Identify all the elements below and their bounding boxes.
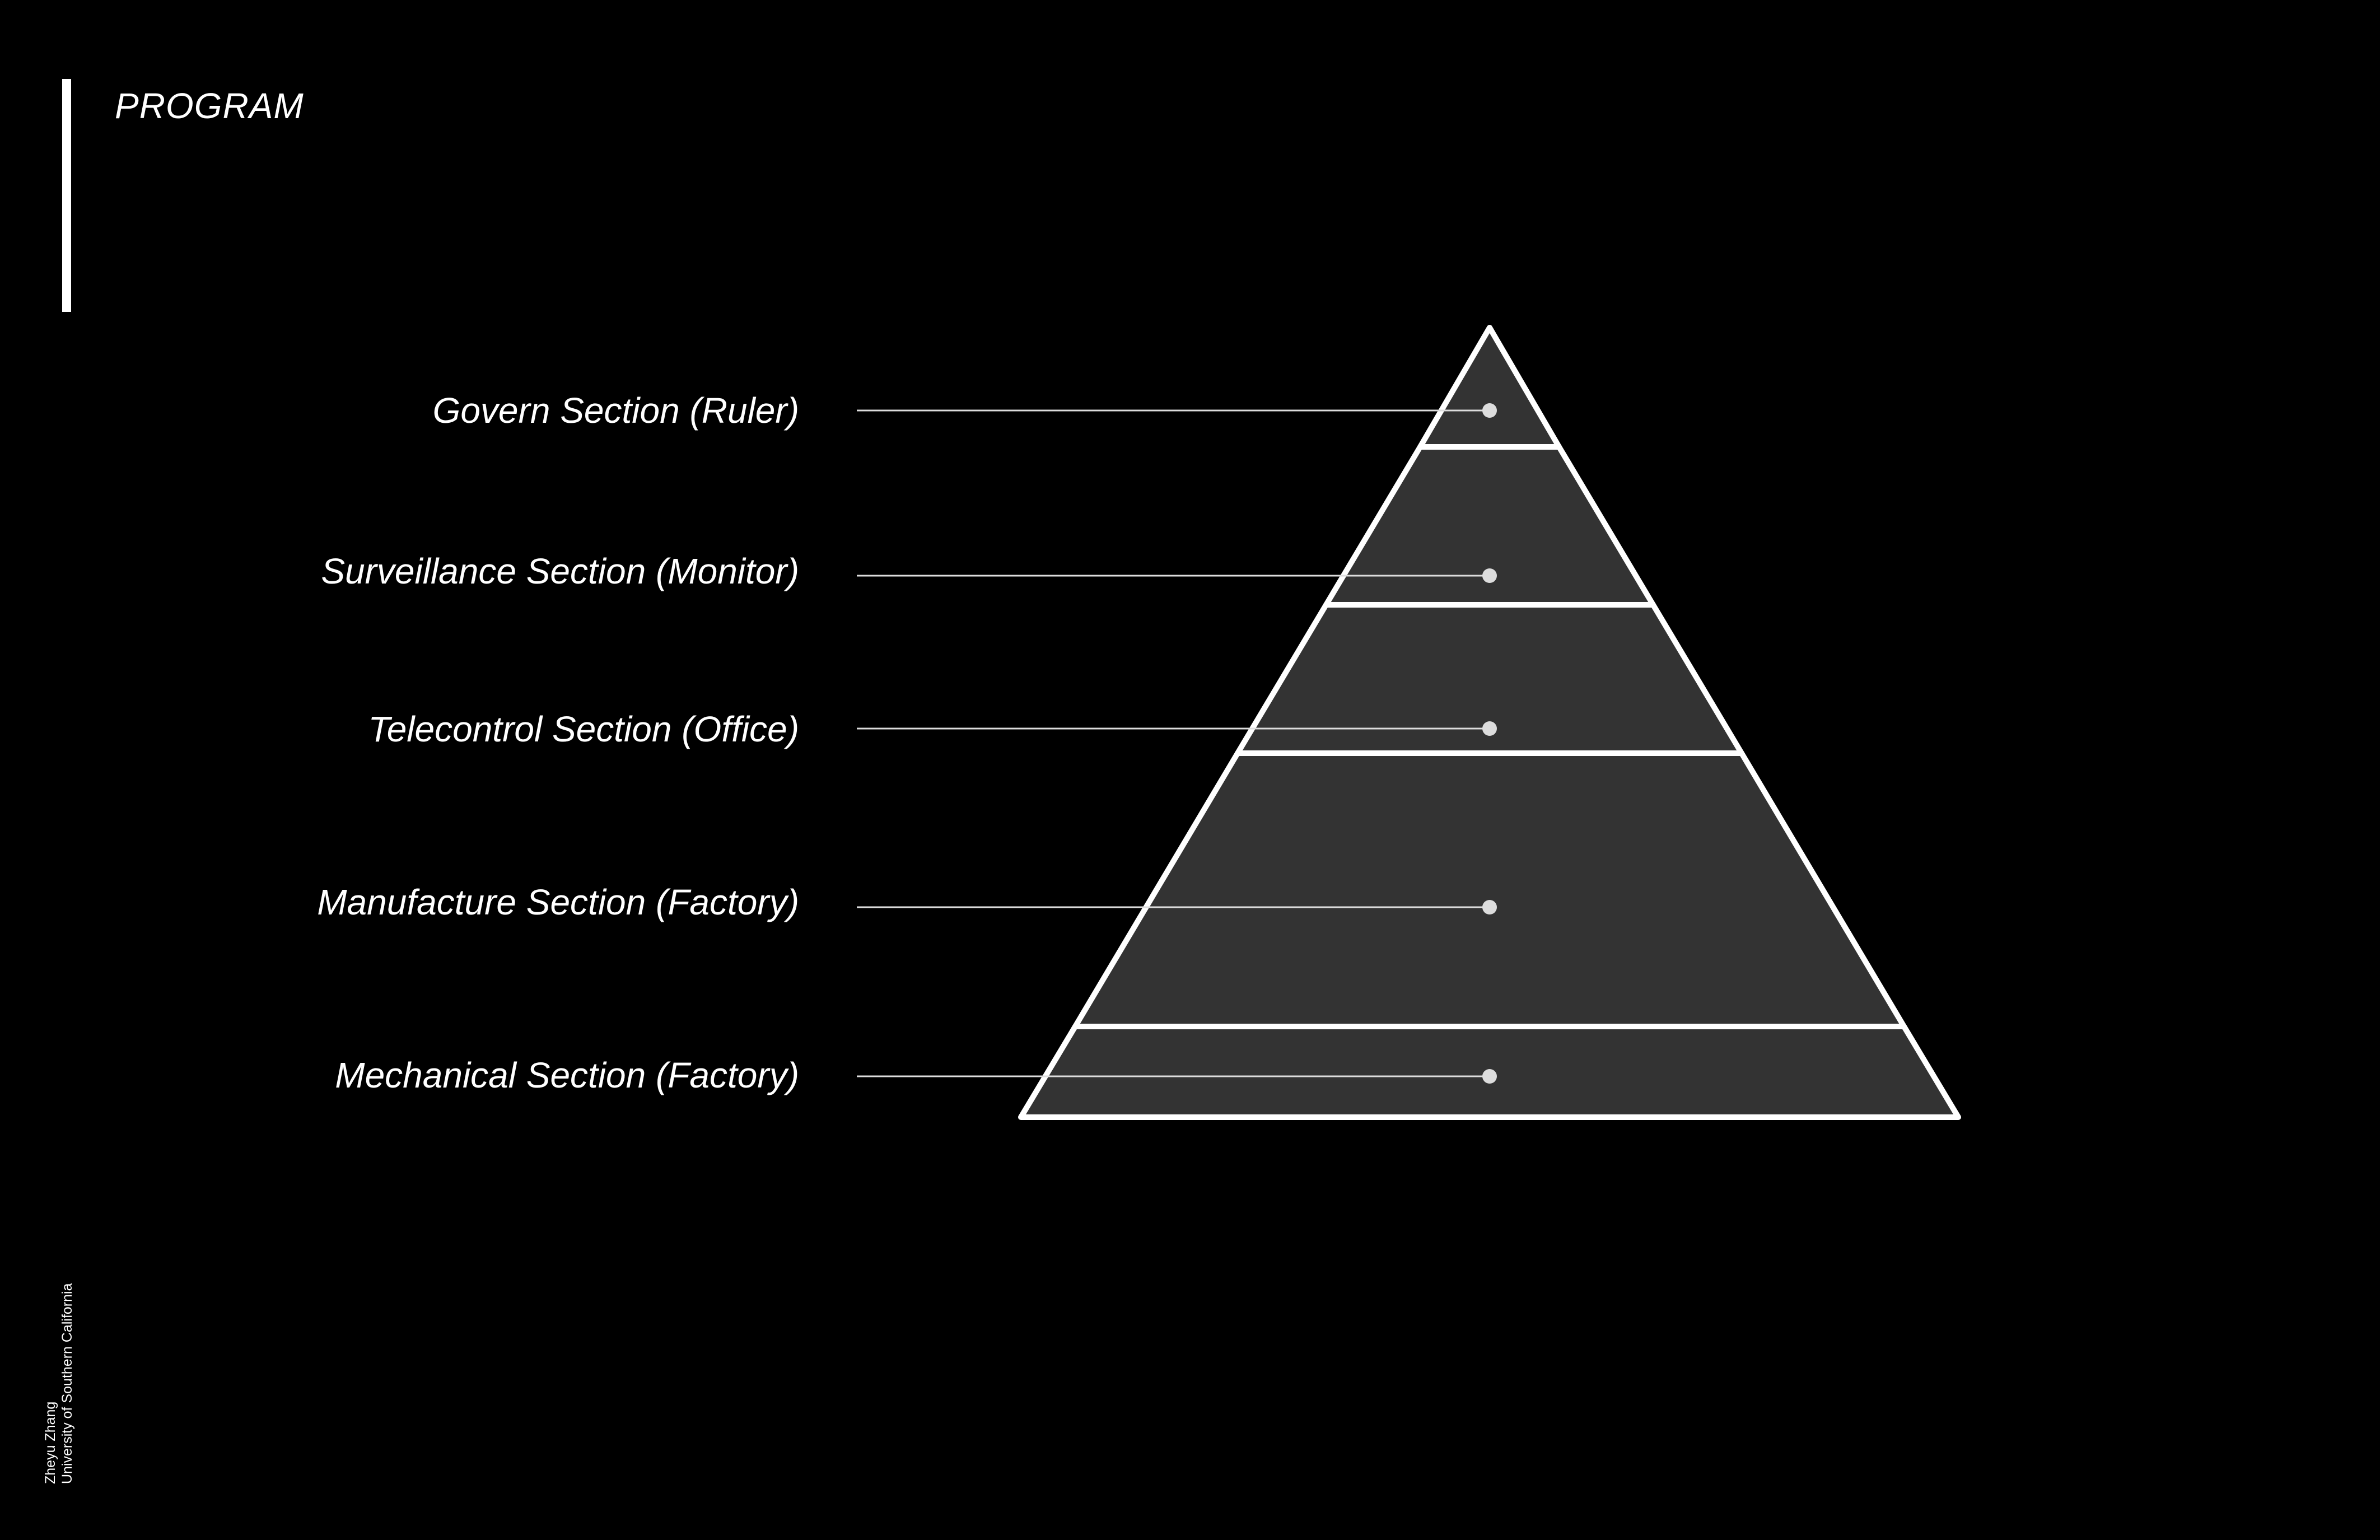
leader-dots (1482, 403, 1497, 1084)
leader-dot-telecontrol (1482, 721, 1497, 736)
tier-labels: Govern Section (Ruler) Surveillance Sect… (317, 390, 799, 1095)
accent-bar (62, 79, 71, 312)
leader-dot-govern (1482, 403, 1497, 418)
pyramid-tier-manufacture (1072, 750, 1907, 1029)
pyramid-tiers (1018, 325, 1961, 1120)
page-title: PROGRAM (115, 86, 304, 126)
label-mechanical: Mechanical Section (Factory) (335, 1055, 799, 1095)
leader-dot-manufacture (1482, 900, 1497, 914)
label-telecontrol: Telecontrol Section (Office) (368, 709, 799, 749)
label-manufacture: Manufacture Section (Factory) (317, 882, 799, 922)
leader-dot-mechanical (1482, 1069, 1497, 1084)
label-govern: Govern Section (Ruler) (433, 390, 799, 431)
leader-lines (857, 409, 1490, 1077)
credit-block: Zheyu Zhang University of Southern Calif… (42, 1284, 76, 1485)
pyramid-tier-govern (1417, 325, 1562, 450)
author-name: Zheyu Zhang (43, 1401, 58, 1484)
leader-dot-surveillance (1482, 568, 1497, 583)
label-surveillance: Surveillance Section (Monitor) (321, 551, 799, 591)
institution-name: University of Southern California (59, 1283, 75, 1485)
